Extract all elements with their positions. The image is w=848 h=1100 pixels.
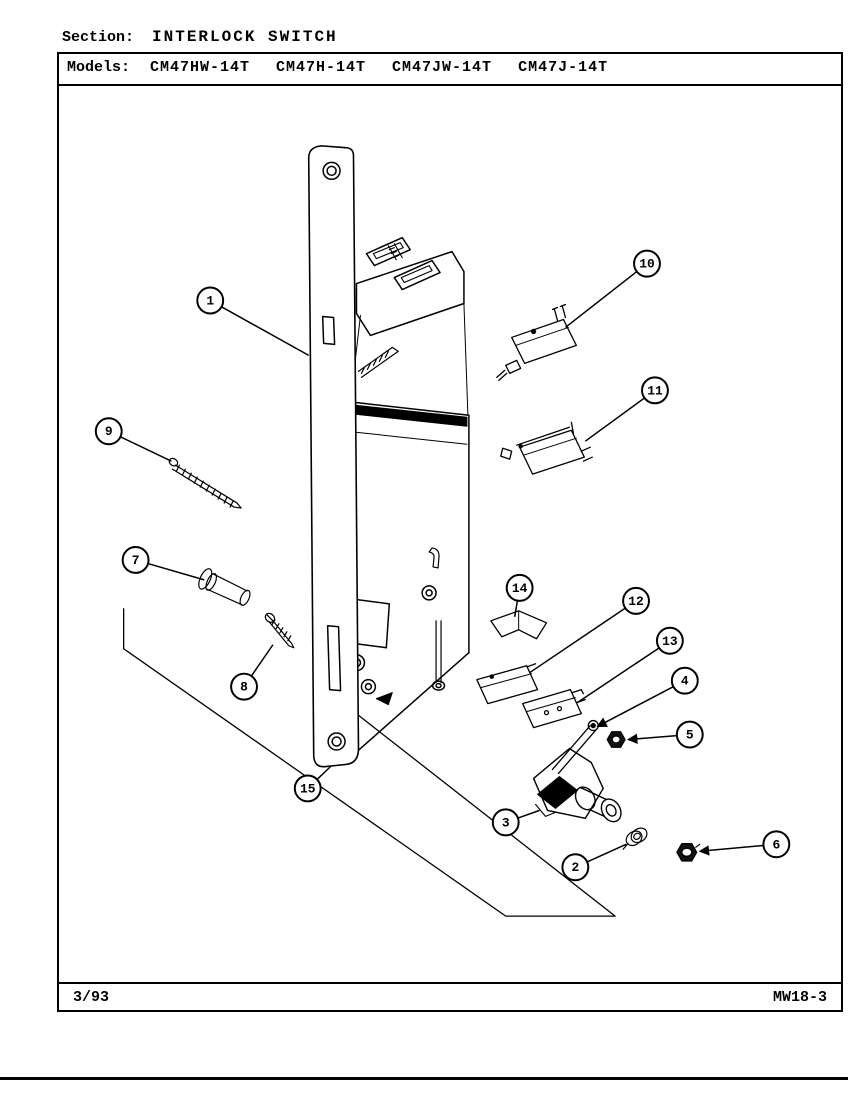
callout-number-14: 14 (512, 581, 528, 596)
callout-circle-5 (675, 720, 704, 749)
section-title: INTERLOCK SWITCH (152, 28, 338, 46)
leader-line-3 (517, 809, 540, 819)
models-label: Models: (67, 59, 131, 76)
part-pivot-arm (551, 719, 599, 775)
callout-circle-1 (196, 286, 225, 315)
section-label: Section: (62, 29, 135, 46)
callout-circle-3 (491, 808, 520, 837)
callout-circle-13 (655, 626, 684, 655)
callout-number-15: 15 (300, 781, 316, 796)
leader-line-7 (147, 562, 205, 581)
callout-number-9: 9 (105, 424, 113, 439)
page-bottom-rule (0, 1077, 848, 1080)
callout-number-2: 2 (571, 860, 579, 875)
frame-footer: 3/93 MW18-3 (59, 982, 841, 1010)
callout-circle-15 (293, 774, 322, 803)
callout-circle-9 (94, 417, 123, 446)
part-nut-6 (676, 843, 701, 862)
leader-line-11 (584, 397, 645, 442)
callout-number-12: 12 (628, 594, 644, 609)
leader-line-2 (586, 843, 627, 863)
leader-line-14 (513, 600, 519, 617)
model-number: CM47HW-14T (150, 59, 251, 76)
models-list: CM47HW-14T CM47H-14T CM47JW-14T CM47J-14T (150, 59, 634, 76)
part-latch-lever (532, 747, 622, 823)
part-switch-11 (500, 421, 593, 475)
leader-line-6 (698, 844, 764, 856)
callouts-layer: 1 9 7 8 15 10 11 14 12 13 4 5 3 2 6 (94, 249, 791, 882)
callout-number-11: 11 (647, 383, 663, 398)
part-small-screw (264, 612, 295, 649)
callout-number-7: 7 (132, 553, 140, 568)
part-support-panel (339, 400, 470, 757)
part-long-screw (168, 457, 242, 509)
part-latch-housing (350, 236, 469, 416)
callout-number-1: 1 (206, 294, 214, 309)
leader-line-9 (120, 436, 172, 462)
part-switch-12 (476, 663, 539, 705)
callout-circle-2 (561, 853, 590, 882)
part-mounting-strip (307, 145, 360, 768)
leader-line-1 (221, 306, 310, 357)
model-number: CM47JW-14T (392, 59, 493, 76)
leader-line-15 (316, 765, 332, 781)
callout-circle-7 (121, 545, 150, 574)
part-spacer (198, 568, 251, 606)
callout-circle-14 (505, 573, 534, 602)
callout-circle-8 (230, 672, 258, 701)
callout-circle-10 (633, 249, 661, 278)
part-switch-13 (521, 689, 586, 729)
leader-line-4 (596, 686, 674, 728)
callout-number-13: 13 (662, 634, 678, 649)
part-nut-5 (606, 731, 626, 748)
leader-line-12 (529, 607, 626, 674)
part-door-outline (123, 608, 616, 917)
leader-line-13 (576, 647, 660, 704)
doc-number: MW18-3 (772, 988, 827, 1006)
callout-circle-11 (641, 376, 669, 405)
callout-circle-4 (670, 666, 699, 695)
callout-number-6: 6 (772, 837, 780, 852)
revision-date: 3/93 (73, 988, 110, 1006)
leader-line-10 (564, 270, 638, 329)
model-number: CM47J-14T (518, 59, 609, 76)
callout-number-4: 4 (681, 674, 689, 689)
callout-circle-12 (622, 586, 650, 615)
part-retaining-ring (622, 827, 648, 850)
callout-circle-6 (762, 830, 791, 859)
callout-number-5: 5 (686, 728, 694, 743)
model-number: CM47H-14T (276, 59, 367, 76)
callout-number-3: 3 (502, 815, 510, 830)
leader-line-8 (250, 644, 274, 677)
part-switch-10 (496, 303, 578, 381)
leader-line-5 (627, 733, 677, 745)
callout-number-8: 8 (240, 680, 248, 695)
callout-number-10: 10 (639, 257, 655, 272)
part-clip (490, 610, 548, 640)
exploded-diagram: 1 9 7 8 15 10 11 14 12 13 4 5 3 2 6 (94, 145, 791, 917)
section-header: Section: INTERLOCK SWITCH (62, 28, 338, 46)
